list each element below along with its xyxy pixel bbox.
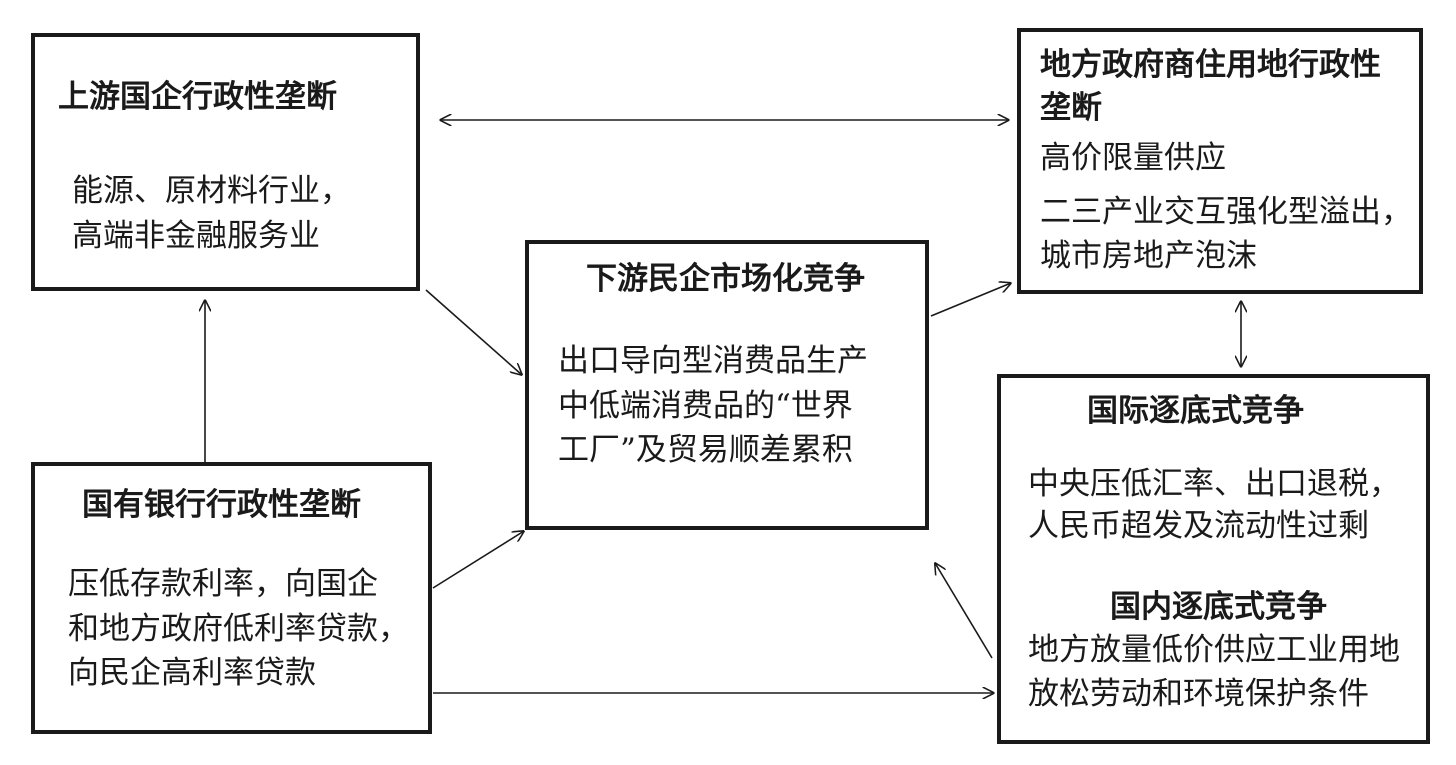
node-downstream-title: 下游民企市场化竞争 bbox=[586, 261, 865, 297]
node-bank-line-2: 和地方政府低利率贷款， bbox=[68, 611, 409, 647]
node-race-intl-title: 国际逐底式竞争 bbox=[1087, 393, 1304, 429]
edge-upstream-downstream bbox=[425, 289, 522, 375]
node-race-intl-line-1: 中央压低汇率、出口退税， bbox=[1028, 466, 1400, 502]
edge-bank-downstream bbox=[432, 531, 524, 589]
node-land-title-1: 地方政府商住用地行政性 bbox=[1040, 47, 1381, 83]
node-downstream-line-3: 工厂”及贸易顺差累积 bbox=[558, 432, 853, 468]
node-land-line-3: 城市房地产泡沫 bbox=[1040, 238, 1257, 274]
node-bank-line-1: 压低存款利率，向国企 bbox=[68, 566, 378, 602]
edge-race-downstream bbox=[935, 563, 993, 659]
node-race-intl-line-2: 人民币超发及流动性过剩 bbox=[1028, 508, 1369, 544]
node-bank bbox=[31, 462, 432, 734]
node-upstream bbox=[31, 33, 420, 291]
node-race-dom-line-2: 放松劳动和环境保护条件 bbox=[1028, 676, 1369, 712]
edge-downstream-land bbox=[930, 283, 1011, 317]
node-race-dom-line-1: 地方放量低价供应工业用地 bbox=[1028, 632, 1400, 668]
node-race-dom-title: 国内逐底式竞争 bbox=[1110, 589, 1327, 625]
node-downstream bbox=[525, 240, 929, 530]
node-land-title-2: 垄断 bbox=[1040, 90, 1102, 126]
node-race bbox=[997, 374, 1430, 744]
node-downstream-line-1: 出口导向型消费品生产 bbox=[558, 343, 868, 379]
node-land-line-1: 高价限量供应 bbox=[1040, 140, 1226, 176]
node-upstream-line-2: 高端非金融服务业 bbox=[72, 218, 320, 254]
node-bank-title: 国有银行行政性垄断 bbox=[82, 487, 361, 523]
node-bank-line-3: 向民企高利率贷款 bbox=[68, 655, 316, 691]
node-downstream-line-2: 中低端消费品的“世界 bbox=[558, 388, 853, 424]
node-upstream-line-1: 能源、原材料行业， bbox=[72, 173, 351, 209]
node-land-line-2: 二三产业交互强化型溢出， bbox=[1040, 194, 1412, 230]
node-upstream-title: 上游国企行政性垄断 bbox=[58, 79, 337, 115]
node-land bbox=[1017, 28, 1423, 294]
